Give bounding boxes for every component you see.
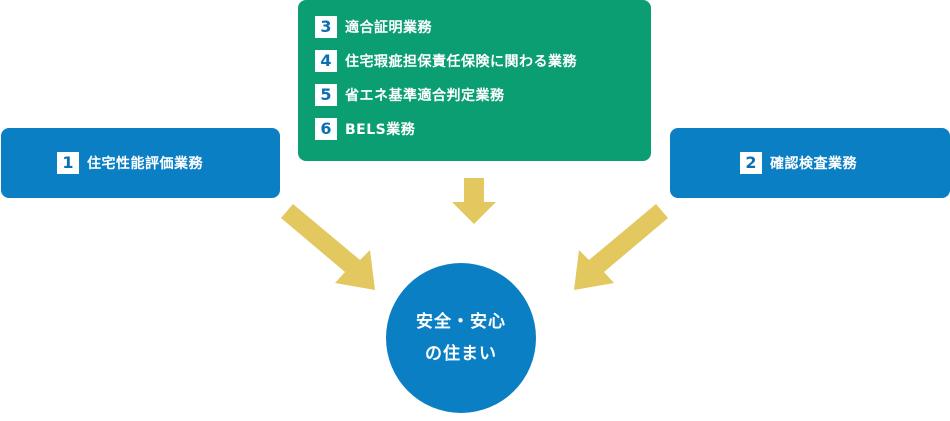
building-inspection-label: 確認検査業務: [770, 156, 857, 172]
housing-performance-label: 住宅性能評価業務: [87, 156, 203, 172]
service-item: 4 住宅瑕疵担保責任保険に関わる業務: [315, 44, 651, 78]
item-number-3: 3: [315, 16, 337, 38]
service-item: 5 省エネ基準適合判定業務: [315, 78, 651, 112]
item-number-1: 1: [57, 152, 79, 174]
service-item: 3 適合証明業務: [315, 10, 651, 44]
item-number-5: 5: [315, 84, 337, 106]
service-label: 住宅瑕疵担保責任保険に関わる業務: [345, 54, 577, 70]
building-inspection-box: 2 確認検査業務: [670, 128, 950, 198]
other-services-box: 3 適合証明業務 4 住宅瑕疵担保責任保険に関わる業務 5 省エネ基準適合判定業…: [298, 0, 651, 161]
service-label: 適合証明業務: [345, 20, 432, 36]
arrow-left-diagonal: [281, 204, 375, 290]
goal-line-2: の住まい: [425, 344, 497, 364]
item-number-2: 2: [740, 152, 762, 174]
housing-performance-box: 1 住宅性能評価業務: [1, 128, 280, 198]
service-item: 6 BELS業務: [315, 112, 651, 146]
arrow-right-diagonal: [574, 204, 668, 290]
item-number-4: 4: [315, 50, 337, 72]
arrow-down: [452, 178, 496, 224]
safe-home-circle: 安全・安心 の住まい: [386, 263, 536, 413]
service-label: BELS業務: [345, 122, 416, 138]
goal-line-1: 安全・安心: [416, 312, 506, 332]
service-label: 省エネ基準適合判定業務: [345, 88, 505, 104]
item-number-6: 6: [315, 118, 337, 140]
